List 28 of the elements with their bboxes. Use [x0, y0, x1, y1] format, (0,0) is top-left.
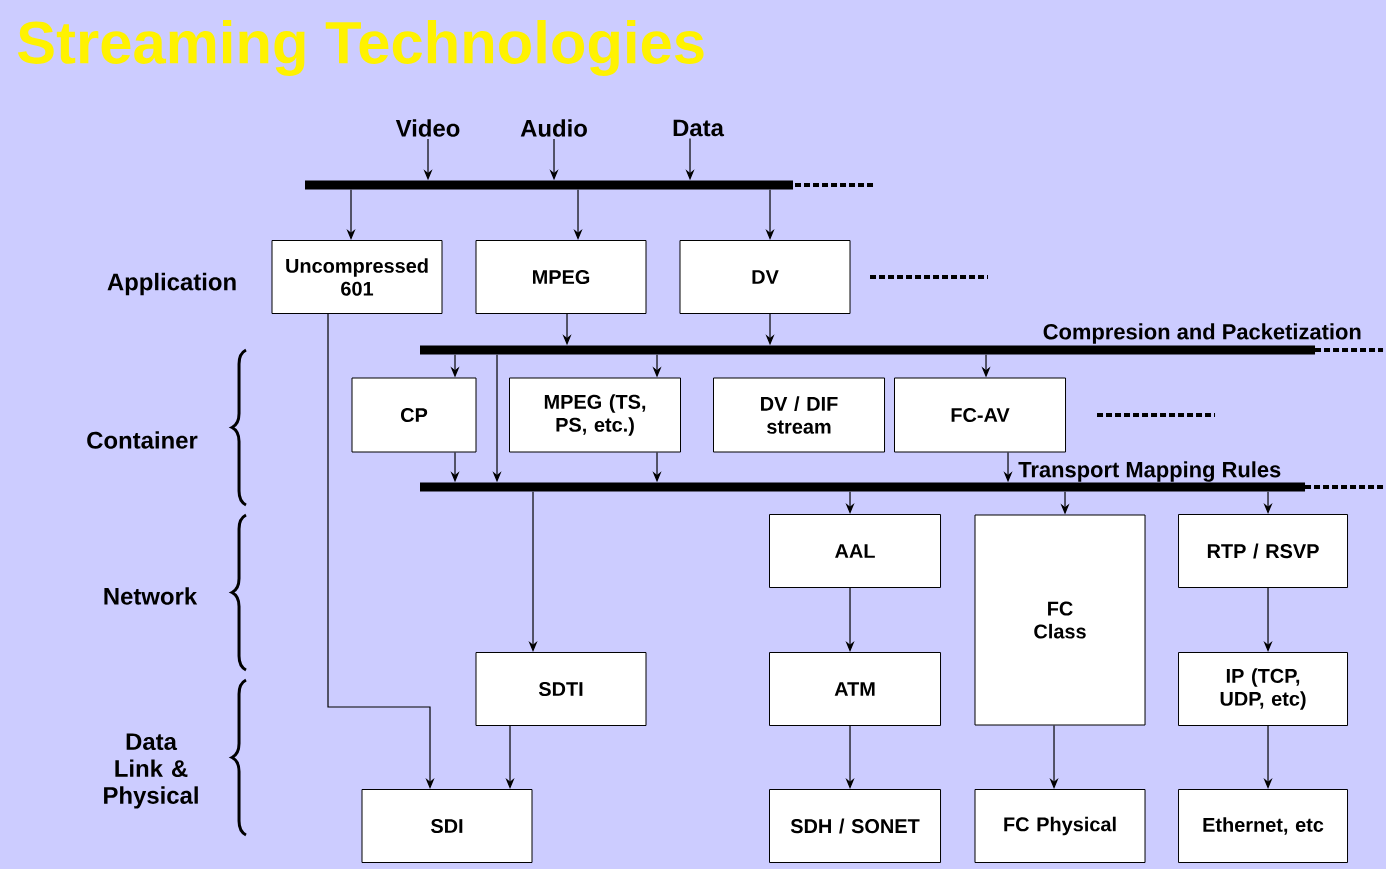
process-box: SDI	[361, 789, 533, 863]
process-box: FC Class	[974, 514, 1146, 726]
process-box: Ethernet, etc	[1178, 789, 1348, 863]
process-box: SDTI	[475, 652, 647, 726]
process-box: IP (TCP, UDP, etc)	[1178, 652, 1348, 726]
process-box: MPEG (TS, PS, etc.)	[509, 377, 681, 453]
process-box: CP	[351, 377, 477, 453]
layer-label: Container	[87, 431, 198, 449]
layer-label: Network	[104, 587, 198, 605]
process-box: RTP / RSVP	[1178, 514, 1348, 588]
process-box: Uncompressed 601	[271, 240, 443, 314]
input-label: Video	[395, 119, 460, 137]
layer-label: Data Link & Physical	[104, 733, 198, 809]
input-label: Data	[673, 119, 725, 137]
slide-title: Streaming Technologies	[17, 20, 704, 76]
process-box: AAL	[769, 514, 941, 588]
process-box: DV	[679, 240, 851, 314]
layer-label: Application	[107, 272, 236, 296]
input-label: Audio	[520, 119, 587, 137]
bus-label: Transport Mapping Rules	[1018, 461, 1281, 482]
process-box: FC-AV	[894, 377, 1066, 453]
bus-label: Compresion and Packetization	[1043, 323, 1361, 344]
process-box: MPEG	[475, 240, 647, 314]
process-box: FC Physical	[974, 789, 1146, 863]
process-box: ATM	[769, 652, 941, 726]
process-box: DV / DIF stream	[713, 377, 885, 453]
arrow	[327, 313, 435, 789]
process-box: SDH / SONET	[769, 789, 941, 863]
